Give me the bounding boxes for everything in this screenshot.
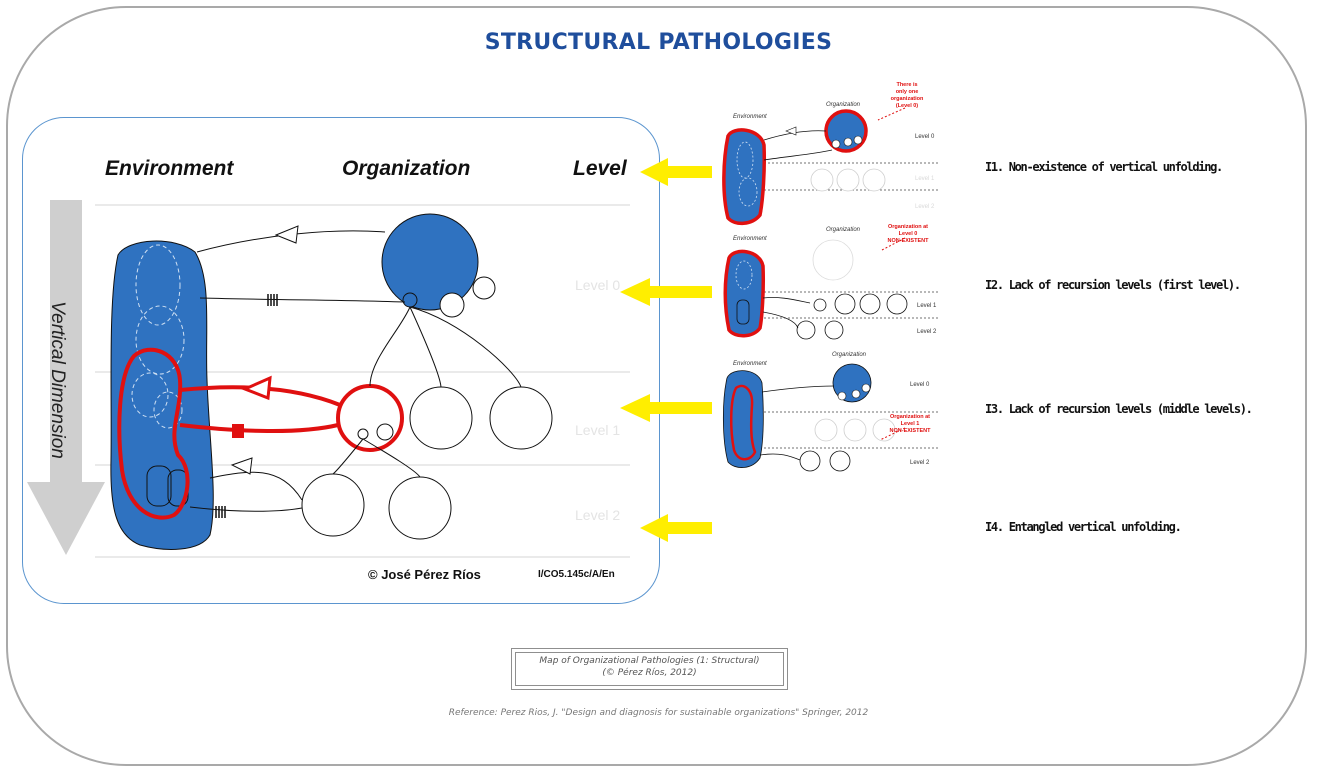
t2-level-2: Level 2 <box>917 329 937 335</box>
t2-note-2: Level 0 <box>899 231 918 237</box>
header-level: Level <box>573 157 627 180</box>
main-diagram-panel <box>22 117 660 604</box>
t1-note-2: only one <box>896 89 919 95</box>
thumbnail-3 <box>722 363 940 472</box>
copyright-text: © José Pérez Ríos <box>368 567 481 582</box>
t1-level-2: Level 2 <box>915 204 935 210</box>
reference-text: Reference: Perez Rios, J. "Design and di… <box>448 708 869 718</box>
pathology-item-1: I1. Non-existence of vertical unfolding. <box>985 160 1223 174</box>
t3-level-2: Level 2 <box>910 460 930 466</box>
t1-environment: Environment <box>733 114 767 120</box>
t2-organization: Organization <box>826 227 861 233</box>
t1-organization: Organization <box>826 102 861 108</box>
t3-note-1: Organization at <box>890 414 930 420</box>
t1-note-1: There is <box>896 82 917 88</box>
vertical-dimension-arrow <box>27 200 105 555</box>
org-level1-red-circle <box>336 384 404 452</box>
t2-environment: Environment <box>733 236 767 242</box>
page-title: STRUCTURAL PATHOLOGIES <box>484 30 833 55</box>
org-level0-subunit-1 <box>402 292 418 308</box>
t2-note-3: NON-EXISTENT <box>888 238 930 244</box>
red-pathology-contour <box>117 347 190 520</box>
t3-environment: Environment <box>733 361 767 367</box>
t1-note-3: organization <box>891 96 924 102</box>
level-2-label: Level 2 <box>575 507 621 523</box>
org-level0-subunit-2 <box>439 292 465 318</box>
environment-dashed-sub-blobs <box>131 244 185 429</box>
environment-blob <box>110 240 214 550</box>
map-caption-line-2: (© Pérez Ríos, 2012) <box>602 668 697 678</box>
pathology-item-4: I4. Entangled vertical unfolding. <box>985 520 1182 534</box>
vertical-dimension-label: Vertical Dimension <box>47 301 68 459</box>
diagram-code: I/CO5.145c/A/En <box>538 569 615 580</box>
org-level0-subunit-3 <box>472 276 496 300</box>
t3-note-2: Level 1 <box>901 421 920 427</box>
level-0-label: Level 0 <box>575 277 621 293</box>
recursion-connection-lines <box>332 306 522 478</box>
t1-level-1: Level 1 <box>915 176 935 182</box>
pathology-item-2: I2. Lack of recursion levels (first leve… <box>985 278 1241 292</box>
map-caption-line-1: Map of Organizational Pathologies (1: St… <box>539 656 760 666</box>
diagram-graphics: Environment Organization Environment Org… <box>27 82 940 558</box>
header-environment: Environment <box>105 157 234 180</box>
thumbnail-2 <box>723 237 940 340</box>
thumbnail-1 <box>722 107 940 225</box>
t1-level-0: Level 0 <box>915 134 935 140</box>
t3-level-0: Level 0 <box>910 382 930 388</box>
yellow-arrows <box>620 158 712 542</box>
org-level0-circle <box>381 213 479 311</box>
org-level1-circles <box>409 386 553 450</box>
t1-note-4: (Level 0) <box>896 103 918 109</box>
t2-note-1: Organization at <box>888 224 928 230</box>
t3-note-3: NON-EXISTENT <box>890 428 932 434</box>
level-1-label: Level 1 <box>575 422 621 438</box>
pathology-item-3: I3. Lack of recursion levels (middle lev… <box>985 402 1253 416</box>
t2-level-1: Level 1 <box>917 303 937 309</box>
org-level2-circles <box>301 473 452 540</box>
t3-organization: Organization <box>832 352 867 358</box>
map-caption-box: Map of Organizational Pathologies (1: St… <box>511 648 788 690</box>
header-organization: Organization <box>342 157 471 180</box>
